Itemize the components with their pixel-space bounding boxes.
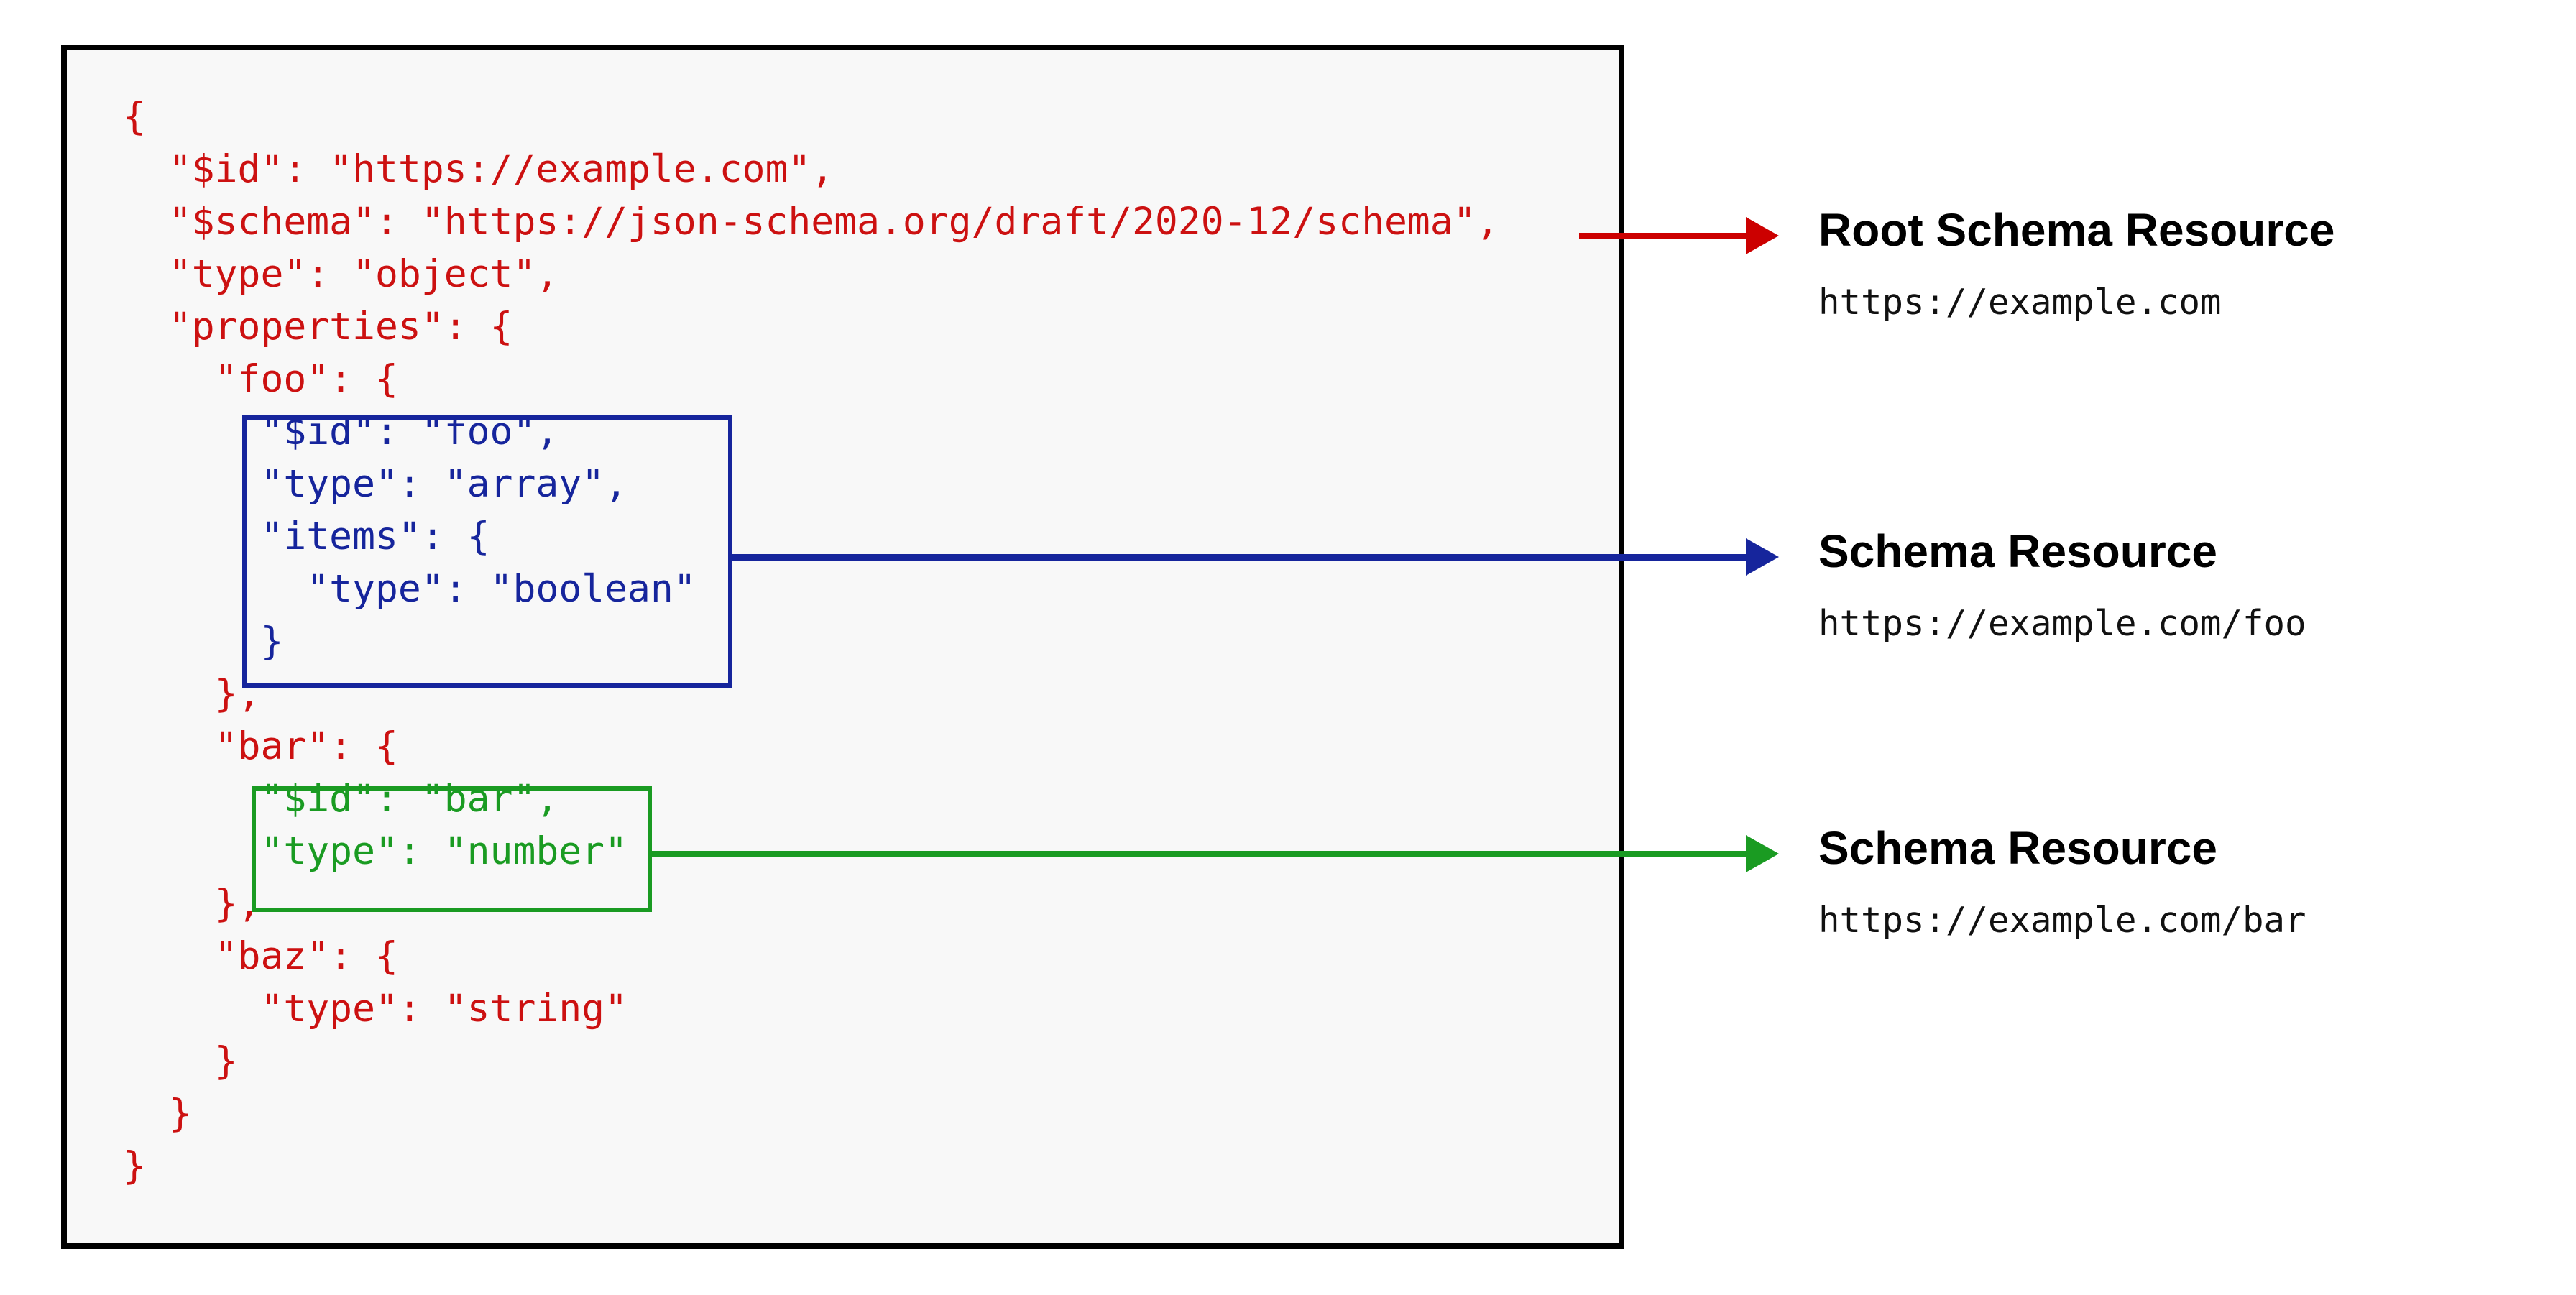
json-code-listing: { "$id": "https://example.com", "$schema… — [123, 91, 1499, 1192]
code-line: "foo": { — [123, 357, 398, 401]
code-line: }, — [123, 882, 261, 926]
code-line: { — [123, 95, 146, 139]
json-code-panel: { "$id": "https://example.com", "$schema… — [61, 45, 1624, 1249]
code-line: "$id": "foo", — [123, 410, 559, 453]
code-line: "properties": { — [123, 305, 513, 349]
annotation-title: Root Schema Resource — [1818, 204, 2335, 256]
code-line: } — [123, 619, 284, 663]
annotation-root-schema-resource: Root Schema Resource https://example.com — [1818, 205, 2334, 323]
code-line: "type": "number" — [123, 829, 627, 873]
code-line: "$schema": "https://json-schema.org/draf… — [123, 200, 1499, 244]
code-line: "type": "array", — [123, 462, 627, 506]
annotation-url: https://example.com/bar — [1818, 900, 2306, 941]
code-line: "$id": "https://example.com", — [123, 147, 834, 191]
code-line: } — [123, 1039, 238, 1083]
arrow-head-icon — [1746, 835, 1779, 872]
annotation-url: https://example.com — [1818, 282, 2222, 323]
arrow-head-icon — [1746, 217, 1779, 254]
arrow-head-icon — [1746, 538, 1779, 576]
arrow-shaft — [648, 851, 1746, 857]
code-line: "bar": { — [123, 724, 398, 768]
annotation-title: Schema Resource — [1818, 525, 2217, 577]
code-line: "items": { — [123, 515, 490, 558]
code-line: "type": "object", — [123, 252, 559, 296]
code-line: "type": "boolean" — [123, 567, 696, 611]
code-line: "baz": { — [123, 934, 398, 978]
code-line: "$id": "bar", — [123, 777, 559, 821]
code-line: } — [123, 1144, 146, 1188]
annotation-bar-schema-resource: Schema Resource https://example.com/bar — [1818, 823, 2306, 941]
annotation-foo-schema-resource: Schema Resource https://example.com/foo — [1818, 526, 2306, 644]
code-line: "type": "string" — [123, 987, 627, 1031]
annotation-title: Schema Resource — [1818, 822, 2217, 874]
code-line: }, — [123, 672, 261, 716]
annotation-url: https://example.com/foo — [1818, 603, 2306, 644]
code-line: } — [123, 1092, 192, 1135]
arrow-shaft — [728, 554, 1746, 561]
arrow-shaft — [1579, 233, 1746, 239]
